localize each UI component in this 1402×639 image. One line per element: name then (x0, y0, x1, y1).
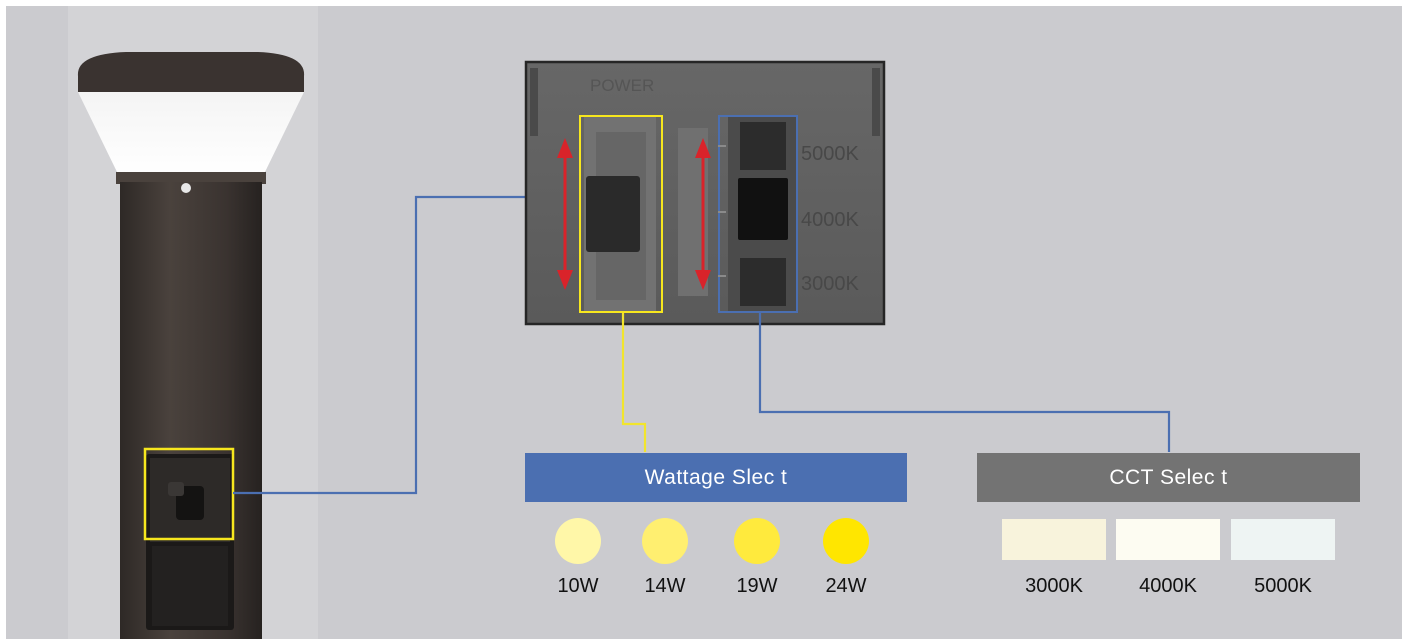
wattage-label-10w: 10W (557, 575, 599, 597)
connector-cct (758, 313, 1171, 452)
panel-notch (678, 128, 708, 296)
cct-arrow (695, 138, 711, 290)
cct-slider-knob[interactable] (738, 178, 788, 240)
bollard-collar (116, 172, 266, 184)
switch-panel: POWER (524, 60, 886, 326)
wattage-dot-14w (642, 518, 688, 564)
cct-swatch-5000k (1231, 519, 1335, 560)
cct-mark-4000k: 4000K (801, 209, 859, 231)
switch-lever (168, 482, 184, 496)
diagram-stage: POWER (6, 6, 1402, 639)
bollard-light (77, 52, 305, 639)
connector-wattage (621, 313, 647, 452)
wattage-highlight-box (579, 115, 663, 313)
cct-swatch-3000k (1002, 519, 1106, 560)
window-cavity (152, 546, 228, 626)
wattage-slider-knob[interactable] (586, 176, 640, 252)
panel-edge-left (530, 68, 538, 136)
wattage-label-19w: 19W (736, 575, 778, 597)
cct-mark-5000k: 5000K (801, 143, 859, 165)
wattage-label-14w: 14W (644, 575, 686, 597)
cct-label-5000k: 5000K (1254, 575, 1312, 597)
bollard-cap (77, 52, 305, 92)
wattage-select-label: Wattage Slec t (525, 453, 907, 502)
wattage-dot-10w (555, 518, 601, 564)
bollard-lens (78, 92, 304, 174)
cct-highlight-box (718, 115, 798, 313)
cct-select-label: CCT Selec t (977, 453, 1360, 502)
power-label: POWER (590, 76, 654, 95)
wattage-label-24w: 24W (825, 575, 867, 597)
wattage-dot-19w (734, 518, 780, 564)
cct-slot-bottom (740, 258, 786, 306)
cct-slot-top (740, 122, 786, 170)
wattage-arrow (557, 138, 573, 290)
cct-mark-3000k: 3000K (801, 273, 859, 295)
wattage-dot-24w (823, 518, 869, 564)
connector-bollard-to-panel (233, 195, 526, 495)
panel-edge-right (872, 68, 880, 136)
bollard-screw (181, 183, 191, 193)
diagram-graphics: POWER (68, 6, 1171, 639)
cct-label-3000k: 3000K (1025, 575, 1083, 597)
cct-swatch-4000k (1116, 519, 1220, 560)
cct-label-4000k: 4000K (1139, 575, 1197, 597)
